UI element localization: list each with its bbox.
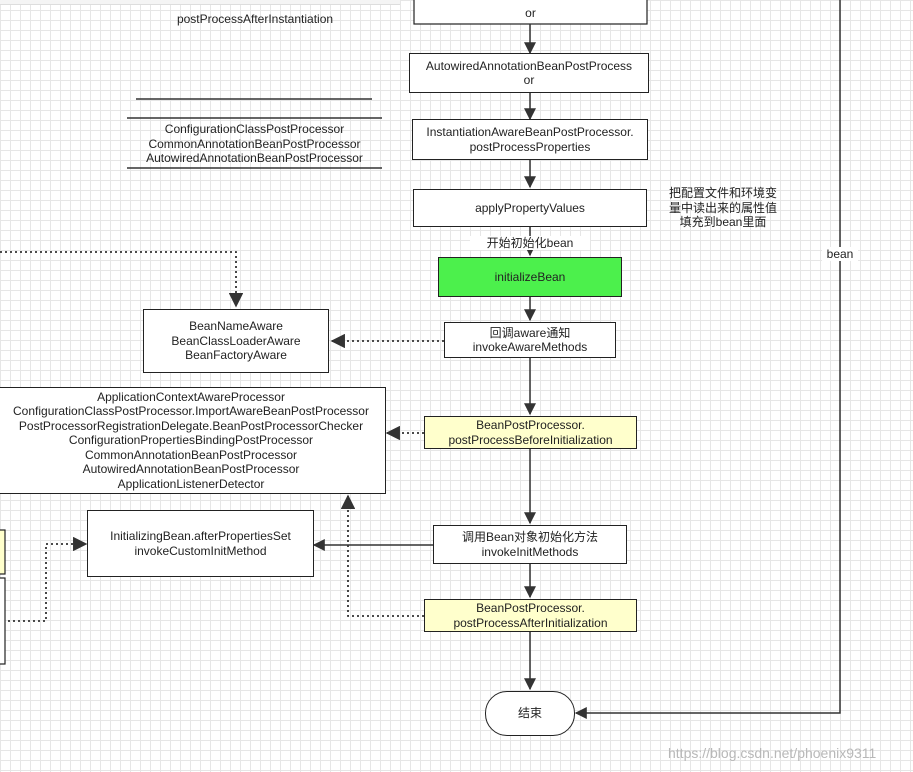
node-line: postProcessAfterInitialization — [453, 615, 608, 630]
node-line: BeanPostProcessor. — [476, 418, 585, 432]
node-aware-list[interactable]: BeanNameAware BeanClassLoaderAware BeanF… — [143, 309, 329, 373]
node-instantiation-aware[interactable]: InstantiationAwareBeanPostProcessor. pos… — [412, 119, 648, 160]
node-line: applyPropertyValues — [475, 200, 585, 215]
node-line: or — [523, 73, 535, 87]
config-note: 把配置文件和环境变 量中读出来的属性值 填充到bean里面 — [662, 186, 784, 230]
edge-dotted-left-to-initializingbean — [8, 536, 88, 622]
side-list-item: CommonAnnotationBeanPostProcessor — [148, 136, 361, 151]
node-initialize-bean[interactable]: initializeBean — [438, 257, 622, 297]
node-line: ConfigurationClassPostProcessor.ImportAw… — [13, 404, 369, 419]
node-line: InstantiationAwareBeanPostProcessor. — [426, 125, 634, 139]
left-partial-yellow — [0, 529, 6, 575]
node-line: ConfigurationPropertiesBindingPostProces… — [68, 433, 314, 448]
edge-bean-return — [574, 0, 841, 719]
node-autowired-or[interactable]: AutowiredAnnotationBeanPostProcess or — [409, 53, 649, 93]
node-line: invokeAwareMethods — [472, 340, 588, 354]
node-processors-list[interactable]: ApplicationContextAwareProcessor Configu… — [0, 387, 386, 494]
edge-dotted-after-to-processors — [340, 494, 424, 617]
node-line: 调用Bean对象初始化方法 — [461, 530, 599, 544]
node-apply-property-values[interactable]: applyPropertyValues — [413, 189, 647, 227]
node-line: invokeInitMethods — [481, 544, 579, 559]
node-before-initialization[interactable]: BeanPostProcessor. postProcessBeforeInit… — [424, 416, 637, 449]
node-line: postProcessProperties — [469, 139, 591, 154]
node-line: invokeCustomInitMethod — [134, 543, 267, 558]
bean-edge-label: bean — [822, 247, 858, 261]
watermark: https://blog.csdn.net/phoenix9311 — [668, 745, 877, 761]
node-after-initialization[interactable]: BeanPostProcessor. postProcessAfterIniti… — [424, 599, 637, 632]
side-list-item: ConfigurationClassPostProcessor — [164, 122, 345, 136]
node-line: 回调aware通知 — [489, 325, 571, 340]
node-line: CommonAnnotationBeanPostProcessor — [84, 447, 298, 462]
node-line: PostProcessorRegistrationDelegate.BeanPo… — [18, 418, 364, 433]
node-line: AutowiredAnnotationBeanPostProcessor — [82, 462, 300, 477]
node-end[interactable]: 结束 — [485, 691, 575, 736]
node-line: postProcessBeforeInitialization — [448, 432, 613, 447]
node-line: InitializingBean.afterPropertiesSet — [110, 529, 291, 543]
top-center-label: or — [525, 6, 536, 20]
node-line: BeanPostProcessor. — [476, 601, 585, 615]
node-line: 结束 — [517, 706, 542, 721]
side-list-item: AutowiredAnnotationBeanPostProcessor — [146, 151, 363, 165]
node-line: BeanClassLoaderAware — [171, 333, 301, 348]
start-init-label: 开始初始化bean — [470, 236, 590, 250]
note-line: 把配置文件和环境变 — [668, 186, 777, 200]
node-invoke-aware[interactable]: 回调aware通知 invokeAwareMethods — [444, 322, 616, 358]
node-line: BeanFactoryAware — [185, 348, 287, 363]
top-left-label: postProcessAfterInstantiation — [176, 12, 334, 26]
toolbar-strip — [0, 0, 400, 5]
node-invoke-init-methods[interactable]: 调用Bean对象初始化方法 invokeInitMethods — [433, 525, 627, 564]
note-line: 填充到bean里面 — [679, 215, 767, 229]
edge-dotted-top-to-aware — [0, 251, 244, 308]
side-processor-list: ConfigurationClassPostProcessor CommonAn… — [127, 122, 382, 166]
node-line: ApplicationListenerDetector — [117, 476, 265, 491]
left-partial-box — [0, 577, 6, 665]
node-initializing-bean[interactable]: InitializingBean.afterPropertiesSet invo… — [87, 510, 314, 577]
note-line: 量中读出来的属性值 — [668, 200, 777, 215]
node-line: AutowiredAnnotationBeanPostProcess — [425, 58, 633, 73]
node-line: ApplicationContextAwareProcessor — [97, 389, 285, 404]
node-line: initializeBean — [494, 269, 566, 284]
node-line: BeanNameAware — [189, 319, 283, 334]
